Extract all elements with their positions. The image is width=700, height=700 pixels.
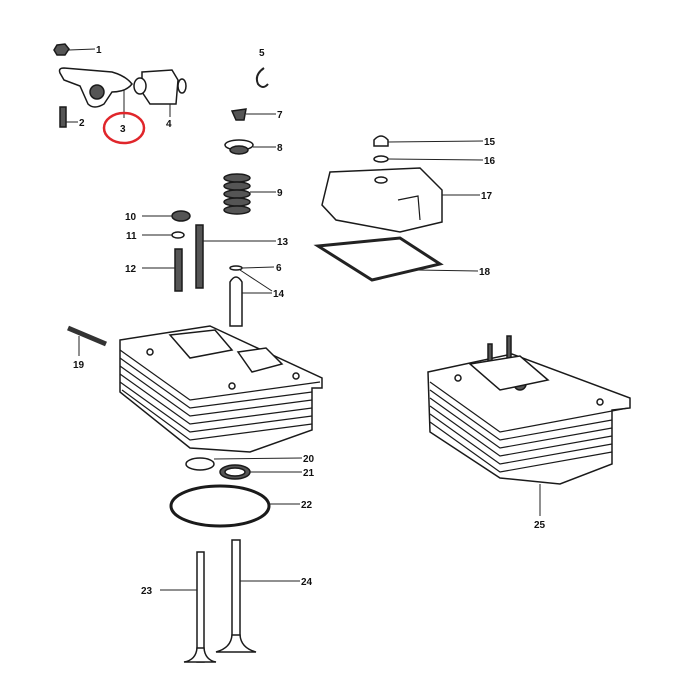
part-4-rocker-bracket[interactable]	[133, 69, 187, 117]
label-20: 20	[303, 454, 315, 465]
label-9: 9	[277, 188, 283, 199]
label-25: 25	[534, 520, 546, 531]
part-22-head-gasket-ring[interactable]	[169, 484, 300, 528]
part-24-exhaust-valve[interactable]	[215, 539, 300, 653]
label-7: 7	[277, 110, 283, 121]
highlight-circle	[102, 111, 146, 145]
label-18: 18	[479, 267, 491, 278]
label-22: 22	[301, 500, 313, 511]
label-19: 19	[73, 360, 85, 371]
part-7-valve-collet[interactable]	[230, 108, 276, 121]
part-25-cylinder-head-assembly[interactable]	[427, 335, 631, 516]
label-16: 16	[484, 156, 496, 167]
label-21: 21	[303, 468, 315, 479]
label-14: 14	[273, 289, 285, 300]
label-2: 2	[79, 118, 85, 129]
part-21-valve-seat[interactable]	[219, 464, 302, 480]
part-12-stud[interactable]	[142, 248, 183, 292]
part-11-washer[interactable]	[142, 231, 185, 239]
part-23-intake-valve[interactable]	[160, 551, 217, 663]
part-17-valve-cover[interactable]	[321, 167, 480, 233]
label-4: 4	[166, 119, 172, 130]
part-5-circlip[interactable]	[255, 67, 269, 88]
part-20-valve-seat[interactable]	[185, 457, 303, 471]
label-5: 5	[259, 48, 265, 59]
label-15: 15	[484, 137, 496, 148]
label-1: 1	[96, 45, 102, 56]
label-8: 8	[277, 143, 283, 154]
label-6: 6	[276, 263, 282, 274]
part-15-cap-nut[interactable]	[373, 135, 484, 147]
part-1-nut[interactable]	[53, 43, 96, 56]
part-9-valve-spring[interactable]	[223, 173, 276, 215]
label-24: 24	[301, 577, 313, 588]
label-17: 17	[481, 191, 493, 202]
part-19-stud[interactable]	[67, 325, 107, 356]
part-3-rocker-arm[interactable]	[58, 67, 133, 118]
label-23: 23	[141, 586, 153, 597]
part-16-washer[interactable]	[373, 155, 484, 163]
cylinder-head-exploded[interactable]	[119, 325, 323, 453]
part-13-stud[interactable]	[195, 224, 276, 289]
label-11: 11	[126, 231, 137, 242]
part-10-nut[interactable]	[142, 210, 191, 222]
part-18-cover-gasket[interactable]	[313, 236, 479, 282]
part-14-valve-guide[interactable]	[229, 269, 273, 327]
label-3: 3	[120, 124, 126, 135]
label-10: 10	[125, 212, 137, 223]
part-8-spring-retainer[interactable]	[224, 139, 276, 155]
part-6-circlip[interactable]	[229, 265, 275, 271]
label-13: 13	[277, 237, 289, 248]
part-2-bolt[interactable]	[59, 106, 78, 128]
label-12: 12	[125, 264, 137, 275]
